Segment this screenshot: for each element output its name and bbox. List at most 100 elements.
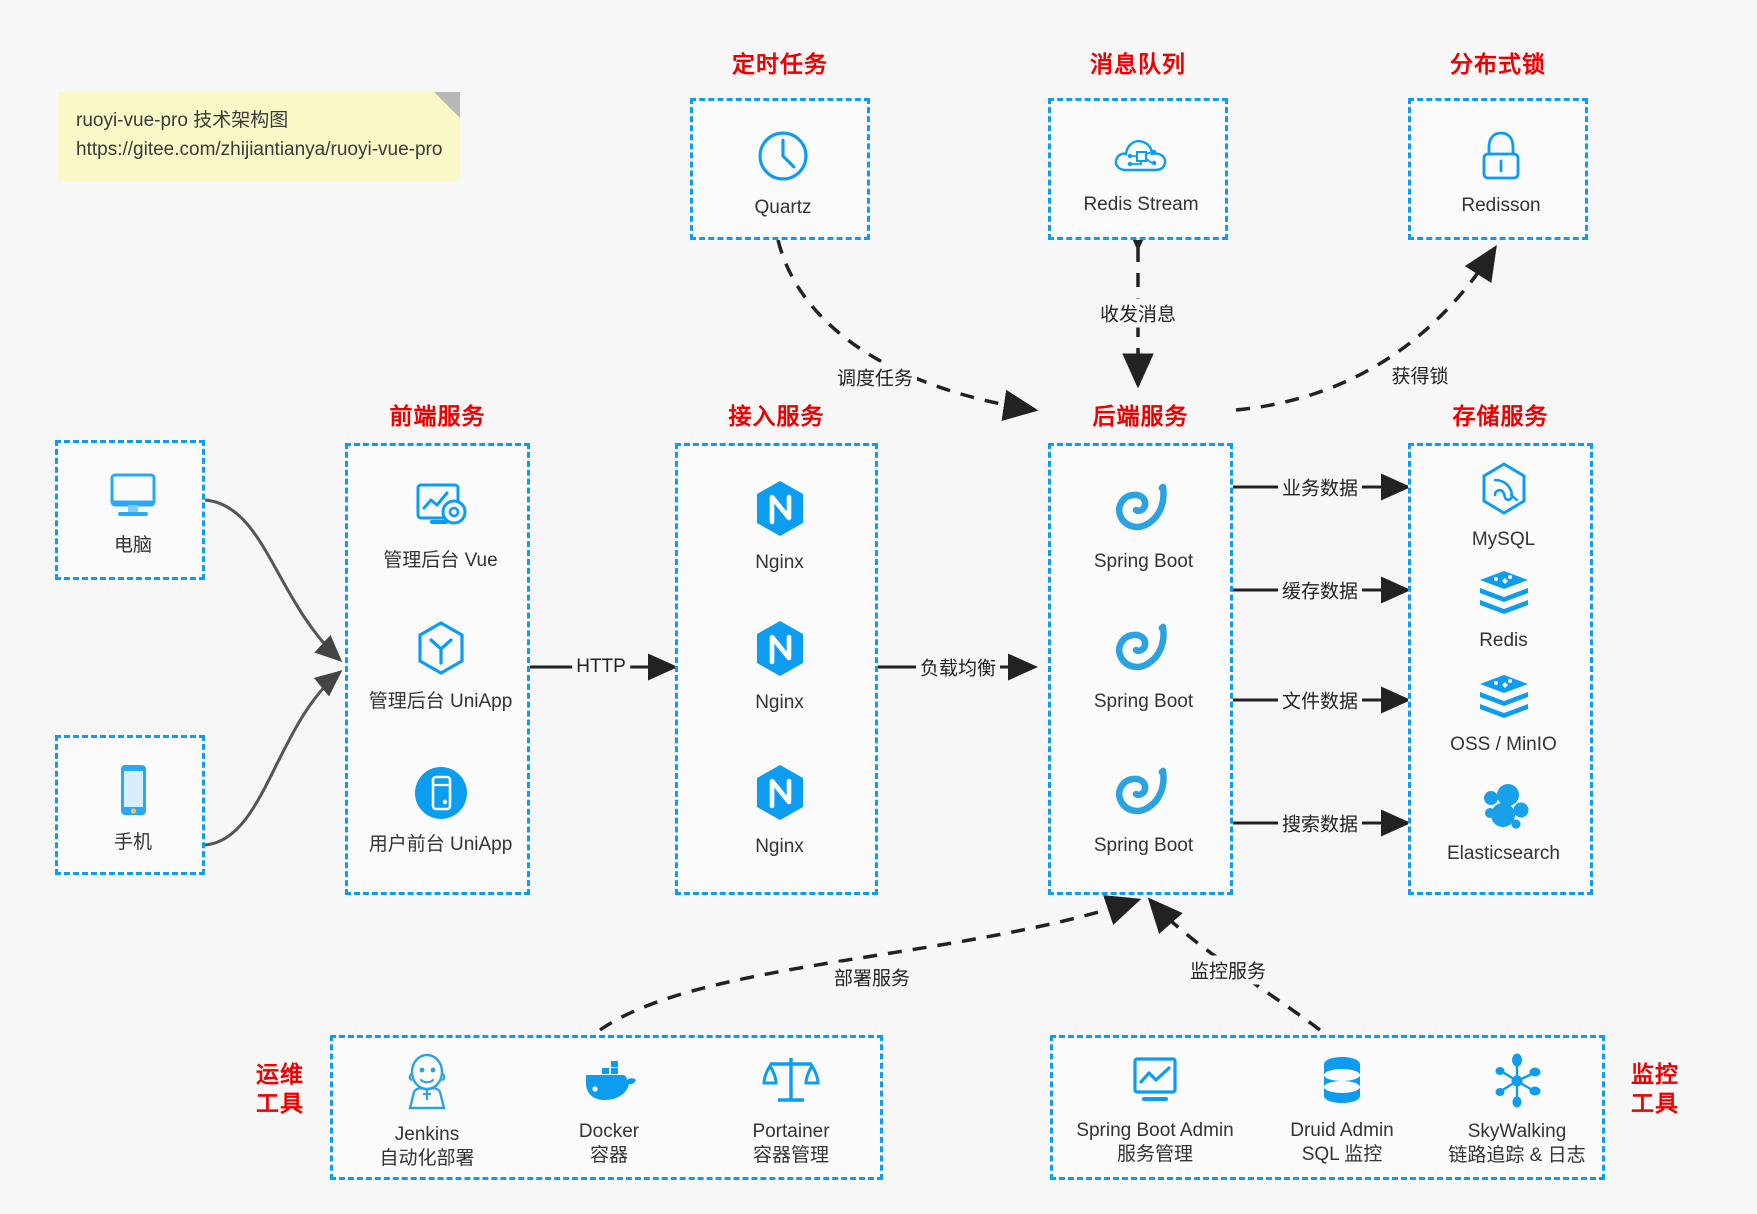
docker-whale-icon xyxy=(578,1053,640,1114)
portainer-scale-icon xyxy=(760,1053,822,1114)
nginx-icon xyxy=(751,478,809,545)
node-sublabel: 链路追踪 & 日志 xyxy=(1448,1144,1586,1166)
note-fold-corner xyxy=(434,92,460,118)
dashboard-gear-icon xyxy=(410,480,472,543)
node-label: Spring Boot Admin xyxy=(1076,1119,1234,1141)
edge-label-load-balance: 负载均衡 xyxy=(915,652,1001,682)
group-title-devops-line1: 运维 xyxy=(256,1061,304,1087)
node-label: Redisson xyxy=(1461,194,1541,216)
node-oss-minio[interactable]: OSS / MinIO xyxy=(1411,662,1596,766)
spring-leaf-icon xyxy=(1113,479,1175,544)
node-label: OSS / MinIO xyxy=(1450,733,1557,755)
node-quartz[interactable]: Quartz xyxy=(693,115,873,231)
node-spring-boot-2[interactable]: Spring Boot xyxy=(1051,596,1236,736)
note-line-title: ruoyi-vue-pro 技术架构图 xyxy=(76,110,289,131)
edge-label-cache-data: 缓存数据 xyxy=(1277,575,1363,605)
node-druid-admin[interactable]: Druid Admin SQL 监控 xyxy=(1257,1046,1427,1174)
edge-label-business-data: 业务数据 xyxy=(1277,472,1363,502)
node-sublabel: 容器 xyxy=(589,1144,628,1166)
node-label: 手机 xyxy=(113,831,152,853)
node-label: 电脑 xyxy=(113,534,152,556)
group-box-client-desktop: 电脑 xyxy=(55,440,205,580)
group-title-monitor: 监控 工具 xyxy=(1625,1060,1685,1118)
nginx-icon xyxy=(751,762,809,829)
node-desktop[interactable]: 电脑 xyxy=(58,455,208,571)
group-title-monitor-line1: 监控 xyxy=(1631,1061,1679,1087)
node-label: Nginx xyxy=(755,691,804,713)
edge-label-file-data: 文件数据 xyxy=(1277,685,1363,715)
monitor-chart-icon xyxy=(1126,1054,1184,1113)
group-box-backend: Spring Boot Spring Boot Spring Boot xyxy=(1048,443,1233,895)
node-spring-boot-1[interactable]: Spring Boot xyxy=(1051,456,1236,596)
group-title-scheduler: 定时任务 xyxy=(732,51,828,77)
node-label: Elasticsearch xyxy=(1447,842,1560,864)
node-label: Spring Boot xyxy=(1093,690,1194,712)
group-title-lock: 分布式锁 xyxy=(1450,51,1546,77)
node-label: Spring Boot xyxy=(1093,550,1194,572)
node-redis-stream[interactable]: Redis Stream xyxy=(1051,115,1231,231)
group-title-mq: 消息队列 xyxy=(1090,51,1186,77)
node-mobile[interactable]: 手机 xyxy=(58,750,208,866)
nginx-icon xyxy=(751,618,809,685)
node-spring-boot-admin[interactable]: Spring Boot Admin 服务管理 xyxy=(1055,1046,1255,1174)
database-stack-icon xyxy=(1314,1054,1370,1113)
node-label: MySQL xyxy=(1471,528,1536,550)
group-box-gateway: Nginx Nginx Nginx xyxy=(675,443,878,895)
node-sublabel: 容器管理 xyxy=(752,1144,829,1166)
node-label: Druid Admin xyxy=(1290,1119,1394,1141)
info-note: ruoyi-vue-pro 技术架构图 https://gitee.com/zh… xyxy=(58,92,460,181)
node-portainer[interactable]: Portainer 容器管理 xyxy=(701,1046,881,1174)
node-skywalking[interactable]: SkyWalking 链路追踪 & 日志 xyxy=(1427,1046,1607,1174)
group-box-mq: Redis Stream xyxy=(1048,98,1228,240)
mobile-circle-icon xyxy=(412,764,470,827)
group-box-monitor: Spring Boot Admin 服务管理 Druid Admin SQL 监… xyxy=(1050,1035,1605,1180)
note-line-url: https://gitee.com/zhijiantianya/ruoyi-vu… xyxy=(76,139,443,161)
node-admin-uniapp[interactable]: 管理后台 UniApp xyxy=(348,596,533,736)
group-box-frontend: 管理后台 Vue 管理后台 UniApp 用户前台 UniApp xyxy=(345,443,530,895)
spring-leaf-icon xyxy=(1113,763,1175,828)
node-jenkins[interactable]: Jenkins 自动化部署 xyxy=(337,1046,517,1174)
node-label: Portainer xyxy=(752,1120,830,1142)
node-label: 管理后台 UniApp xyxy=(368,690,513,712)
node-mysql[interactable]: MySQL xyxy=(1411,454,1596,558)
node-admin-vue[interactable]: 管理后台 Vue xyxy=(348,456,533,596)
edge-label-http: HTTP xyxy=(572,655,630,679)
node-label: Quartz xyxy=(754,196,812,218)
node-sublabel: 自动化部署 xyxy=(379,1147,475,1169)
node-user-uniapp[interactable]: 用户前台 UniApp xyxy=(348,738,533,883)
node-sublabel: 服务管理 xyxy=(1116,1143,1193,1165)
node-redis[interactable]: Redis xyxy=(1411,558,1596,662)
node-label: SkyWalking xyxy=(1467,1120,1567,1142)
desktop-icon xyxy=(104,469,162,528)
group-title-gateway: 接入服务 xyxy=(728,403,825,429)
redis-stack-icon xyxy=(1476,568,1532,623)
node-nginx-1[interactable]: Nginx xyxy=(678,456,881,596)
edge-label-deploy-service: 部署服务 xyxy=(829,962,915,992)
node-label: Jenkins xyxy=(394,1123,460,1145)
cloud-stream-icon xyxy=(1110,130,1172,187)
edge-label-send-receive-message: 收发消息 xyxy=(1095,298,1181,328)
node-label: Docker xyxy=(578,1120,640,1142)
skywalking-icon xyxy=(1489,1053,1545,1114)
group-title-frontend: 前端服务 xyxy=(389,403,486,429)
node-nginx-2[interactable]: Nginx xyxy=(678,596,881,736)
edge-label-search-data: 搜索数据 xyxy=(1277,808,1363,838)
node-label: Redis Stream xyxy=(1083,193,1199,215)
node-elasticsearch[interactable]: Elasticsearch xyxy=(1411,766,1596,878)
group-box-scheduler: Quartz xyxy=(690,98,870,240)
lock-icon xyxy=(1475,129,1527,188)
node-redisson[interactable]: Redisson xyxy=(1411,115,1591,231)
node-docker[interactable]: Docker 容器 xyxy=(519,1046,699,1174)
edge-label-schedule-task: 调度任务 xyxy=(832,362,918,392)
group-title-devops-line2: 工具 xyxy=(256,1089,304,1116)
mysql-dolphin-icon xyxy=(1477,461,1531,522)
edge-label-acquire-lock: 获得锁 xyxy=(1387,360,1453,390)
node-label: Spring Boot xyxy=(1093,835,1194,857)
node-spring-boot-3[interactable]: Spring Boot xyxy=(1051,738,1236,883)
node-label: Nginx xyxy=(755,836,804,858)
group-title-storage: 存储服务 xyxy=(1452,403,1549,429)
group-title-monitor-line2: 工具 xyxy=(1631,1089,1679,1116)
node-nginx-3[interactable]: Nginx xyxy=(678,738,881,883)
group-box-lock: Redisson xyxy=(1408,98,1588,240)
uniapp-cube-icon xyxy=(412,619,470,684)
